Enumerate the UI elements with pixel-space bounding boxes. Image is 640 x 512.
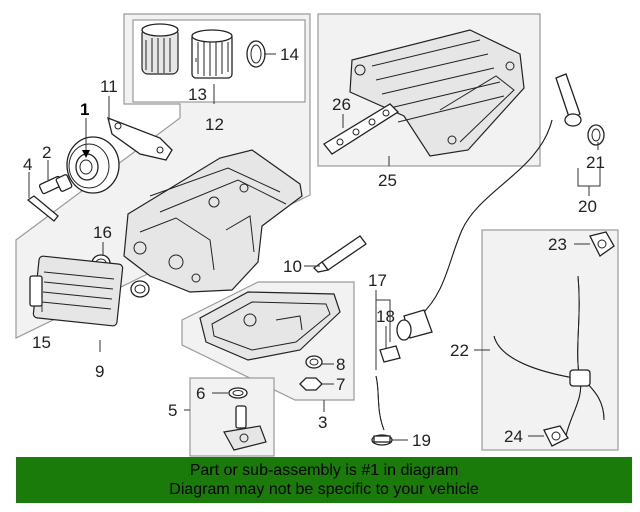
callout-18[interactable]: 18 xyxy=(376,307,395,326)
callout-17[interactable]: 17 xyxy=(368,271,387,290)
part-1-pulley[interactable] xyxy=(66,136,120,194)
callout-1[interactable]: 1 xyxy=(80,100,89,119)
banner-line-1: Part or sub-assembly is #1 in diagram xyxy=(189,462,459,479)
callout-16[interactable]: 16 xyxy=(93,223,112,242)
part-22-coolant-hose[interactable] xyxy=(493,275,605,437)
callout-21[interactable]: 21 xyxy=(586,153,605,172)
banner-line-2: Diagram may not be specific to your vehi… xyxy=(169,481,479,498)
cooler-gasket[interactable] xyxy=(130,280,150,298)
part-10-sealant-tube[interactable] xyxy=(313,235,367,273)
callout-10[interactable]: 10 xyxy=(283,257,302,276)
callout-24[interactable]: 24 xyxy=(504,427,523,446)
callout-25[interactable]: 25 xyxy=(378,171,397,190)
part-18-clamp[interactable] xyxy=(379,345,401,363)
callout-12[interactable]: 12 xyxy=(205,115,224,134)
callout-2[interactable]: 2 xyxy=(42,143,51,162)
part-5-level-sensor[interactable] xyxy=(223,405,267,451)
callout-14[interactable]: 14 xyxy=(280,45,299,64)
info-banner: Part or sub-assembly is #1 in diagram Di… xyxy=(16,457,632,503)
part-6-seal[interactable] xyxy=(228,387,248,399)
callout-3[interactable]: 3 xyxy=(318,413,327,432)
part-7-drain-plug[interactable] xyxy=(299,377,323,391)
callout-13[interactable]: 13 xyxy=(188,85,207,104)
callout-26[interactable]: 26 xyxy=(332,95,351,114)
part-24-clamp[interactable] xyxy=(543,425,569,447)
part-14-seal-ring[interactable] xyxy=(246,40,266,68)
callout-7[interactable]: 7 xyxy=(336,375,345,394)
part-17-hose[interactable] xyxy=(375,375,385,431)
callout-8[interactable]: 8 xyxy=(336,355,345,374)
callout-20[interactable]: 20 xyxy=(578,197,597,216)
part-23-clamp[interactable] xyxy=(589,231,615,257)
part-8-washer[interactable] xyxy=(305,355,323,369)
part-4-pin[interactable] xyxy=(26,195,59,222)
coolant-hose-panel xyxy=(481,229,619,451)
part-13-oil-filter[interactable] xyxy=(141,23,233,79)
engine-block[interactable] xyxy=(123,149,303,293)
part-19-clamp[interactable] xyxy=(371,434,393,446)
exploded-view-drawing: 1 2 4 11 12 13 14 16 15 9 10 26 25 21 20… xyxy=(15,13,619,457)
part-3-oil-pan[interactable] xyxy=(199,291,341,361)
callout-6[interactable]: 6 xyxy=(196,384,205,403)
callout-19[interactable]: 19 xyxy=(412,431,431,450)
callout-15[interactable]: 15 xyxy=(32,333,51,352)
leader-lines xyxy=(28,53,601,441)
part-25-intake-manifold[interactable] xyxy=(349,29,525,157)
part-15-oil-cooler[interactable] xyxy=(29,255,124,327)
part-2-bolt[interactable] xyxy=(38,174,73,195)
callout-22[interactable]: 22 xyxy=(450,341,469,360)
callout-4[interactable]: 4 xyxy=(23,155,32,174)
callout-9[interactable]: 9 xyxy=(95,362,104,381)
part-11-bracket[interactable] xyxy=(107,116,173,161)
part-26-gasket[interactable] xyxy=(323,103,400,155)
callout-5[interactable]: 5 xyxy=(168,401,177,420)
part-21-o-ring[interactable] xyxy=(587,124,605,146)
callout-11[interactable]: 11 xyxy=(100,77,118,96)
callout-23[interactable]: 23 xyxy=(548,235,567,254)
coolant-pipe[interactable] xyxy=(396,73,582,341)
